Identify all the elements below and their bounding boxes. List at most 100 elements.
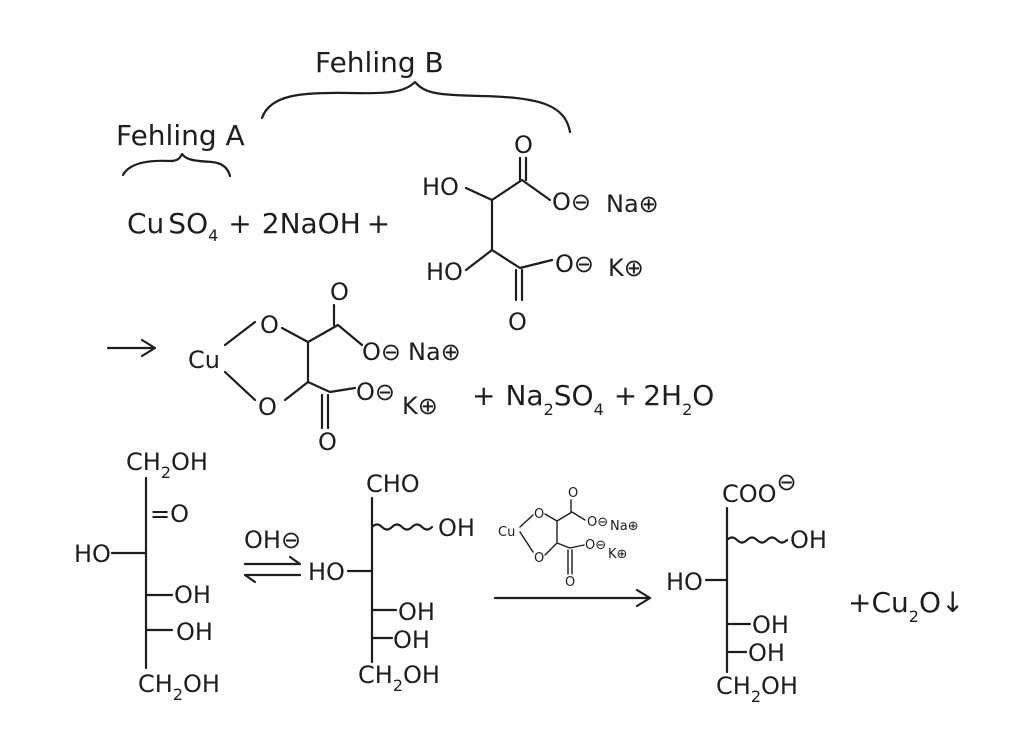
o-label: O (318, 428, 337, 456)
plus-sign: + (848, 586, 871, 619)
cu-formula: Cu (871, 586, 908, 619)
coo-label: COO (722, 480, 777, 508)
cu-formula: Cu (127, 207, 164, 240)
h-formula: 2H (643, 379, 682, 412)
precipitate-arrow-icon: ↓ (941, 586, 964, 619)
fehling-b-brace (260, 80, 572, 134)
svg-text:COO⊖: COO⊖ (722, 468, 797, 508)
svg-text:CH2OH: CH2OH (716, 672, 798, 706)
o-label: O (514, 131, 533, 159)
byproducts: +Na2SO4+2H2O (472, 379, 714, 419)
reagent-small-bonds (519, 499, 586, 575)
so-formula: SO (554, 379, 594, 412)
oh-label: OH (393, 626, 430, 654)
copper-tartrate-complex: Cu O O O O O⊖ Na⊕ O⊖ K⊕ (188, 278, 461, 456)
glucose-structure: CHO OH HO OH OH CH2OH (308, 470, 475, 695)
o-minus-label: O⊖ (362, 338, 401, 366)
oh-label: OH (403, 661, 440, 689)
negative-charge: ⊖ (777, 468, 797, 496)
svg-text:CH2OH: CH2OH (138, 670, 220, 704)
fehling-a-label: Fehling A (116, 119, 245, 152)
subscript: 2 (173, 685, 183, 704)
fehling-reagent-small: Cu O O O O O⊖ Na⊕ O⊖ K⊕ (498, 486, 639, 590)
o-minus-label: O⊖ (356, 378, 395, 406)
k-plus-label: K⊕ (608, 547, 627, 562)
o-label: O (534, 507, 544, 522)
oh-label: OH (438, 514, 475, 542)
subscript: 2 (751, 687, 761, 706)
so-subscript: 4 (208, 226, 218, 245)
ho-label: HO (422, 173, 459, 201)
svg-text:CH2OH: CH2OH (358, 661, 440, 695)
cho-label: CHO (366, 470, 420, 498)
ch-label: CH (358, 661, 393, 689)
oh-label: OH (748, 639, 785, 667)
na-plus-label: Na⊕ (606, 190, 659, 218)
complex-bonds (223, 303, 364, 430)
cu-label: Cu (188, 346, 220, 374)
oxidation-arrow (493, 588, 652, 608)
o-formula: O (692, 379, 714, 412)
o-formula: O (919, 586, 941, 619)
equilibrium-arrows (243, 555, 302, 584)
fructose-backbone (110, 476, 174, 670)
plus-sign: + (228, 207, 251, 240)
o-label: O (534, 551, 544, 566)
subscript: 2 (682, 400, 692, 419)
gluconate-backbone (704, 506, 789, 674)
oh-label: OH (790, 526, 827, 554)
oh-label: OH (398, 598, 435, 626)
fructose-structure: CH2OH =O HO OH OH CH2OH (74, 448, 220, 704)
hydroxide-catalyst-label: OH⊖ (244, 526, 301, 554)
oh-label: OH (183, 670, 220, 698)
ho-label: HO (308, 558, 345, 586)
ho-label: HO (666, 568, 703, 596)
naoh-formula: 2NaOH (262, 207, 361, 240)
reaction-arrow (106, 338, 157, 358)
plus-sign: + (367, 207, 390, 240)
k-plus-label: K⊕ (608, 254, 644, 282)
fehling-b-label: Fehling B (315, 46, 444, 79)
subscript: 2 (393, 676, 403, 695)
oh-label: OH (176, 618, 213, 646)
tartrate-structure: HO HO O O O⊖ Na⊕ O⊖ K⊕ (422, 131, 659, 336)
o-minus-label: O⊖ (587, 515, 608, 530)
o-label: O (260, 311, 279, 339)
oh-label: OH (174, 581, 211, 609)
fehling-a-brace (121, 152, 232, 178)
subscript: 4 (594, 400, 604, 419)
copper-oxide-precipitate: +Cu2O↓ (848, 586, 964, 626)
oh-label: OH (752, 611, 789, 639)
subscript: 2 (909, 607, 919, 626)
na-formula: Na (505, 379, 543, 412)
oh-label: OH (761, 672, 798, 700)
o-label: O (258, 393, 277, 421)
plus-sign: + (472, 379, 495, 412)
o-minus-label: O⊖ (552, 188, 591, 216)
plus-sign: + (614, 379, 637, 412)
o-label: O (508, 308, 527, 336)
ho-label: HO (74, 540, 111, 568)
ch-label: CH (716, 672, 751, 700)
cu-label: Cu (498, 525, 515, 540)
gluconate-structure: COO⊖ OH HO OH OH CH2OH (666, 468, 827, 706)
k-plus-label: K⊕ (402, 392, 438, 420)
o-label: O (330, 278, 349, 306)
subscript: 2 (544, 400, 554, 419)
o-minus-label: O⊖ (555, 250, 594, 278)
o-label: O (565, 575, 575, 590)
tartrate-bonds (464, 156, 554, 302)
ch-label: CH (138, 670, 173, 698)
so-formula: SO (168, 207, 208, 240)
oh-label: OH (171, 448, 208, 476)
na-plus-label: Na⊕ (610, 519, 639, 534)
keto-label: =O (150, 500, 189, 528)
o-label: O (568, 486, 578, 501)
subscript: 2 (161, 463, 171, 482)
o-minus-label: O⊖ (585, 538, 606, 553)
svg-text:CH2OH: CH2OH (126, 448, 208, 482)
ch-label: CH (126, 448, 161, 476)
